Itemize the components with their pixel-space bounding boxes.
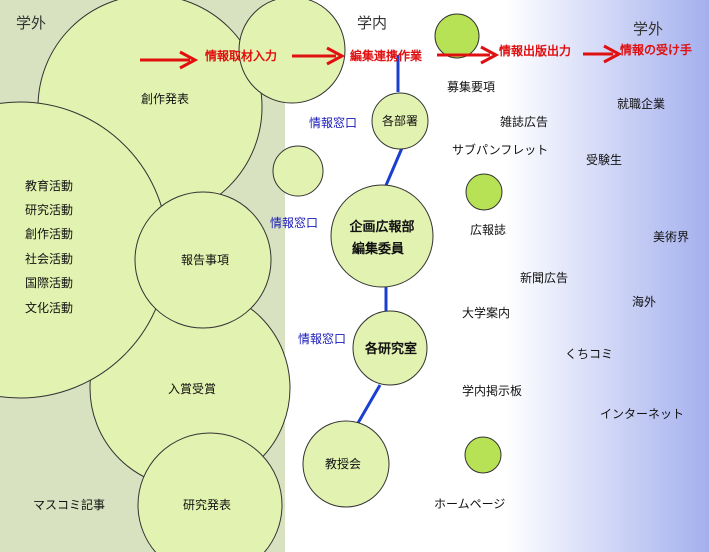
flow-step-edit: 編集連携作業 <box>350 49 423 63</box>
circle-top-inside <box>238 0 346 104</box>
flow-step-input: 情報取材入力 <box>205 49 278 63</box>
flow-arrow-1 <box>140 50 199 70</box>
activity-item: 社会活動 <box>25 252 74 266</box>
node-editorial-committee: 編集委員 <box>351 242 405 257</box>
publication-item: 募集要項 <box>447 80 496 94</box>
label-mass-media: マスコミ記事 <box>33 498 106 512</box>
node-labs: 各研究室 <box>364 342 418 357</box>
node-pr-department: 企画広報部 <box>349 220 415 235</box>
activity-item: 創作活動 <box>25 227 74 241</box>
label-report: 報告事項 <box>180 253 230 267</box>
publication-item: 大学案内 <box>462 306 511 320</box>
circle-labs <box>352 310 428 386</box>
circle-professor <box>302 420 390 508</box>
node-departments: 各部署 <box>381 114 419 128</box>
accent-circle-middle <box>465 173 503 211</box>
link-departments-committee <box>382 147 404 191</box>
link-labs-professor <box>356 384 382 424</box>
publication-item: 学内掲示板 <box>462 384 523 398</box>
info-window-label: 情報窓口 <box>298 332 347 346</box>
receiver-item: インターネット <box>600 407 685 421</box>
publication-item: 広報誌 <box>470 223 507 237</box>
accent-circle-bottom <box>464 436 502 474</box>
publication-item: 新聞広告 <box>520 271 569 285</box>
info-window-label: 情報窓口 <box>270 216 319 230</box>
circle-departments <box>371 92 429 150</box>
flow-arrow-2 <box>292 46 346 66</box>
receiver-item: くちコミ <box>565 347 614 361</box>
flow-step-output: 情報出版出力 <box>499 44 572 58</box>
circle-pr-committee <box>330 184 434 288</box>
flow-arrow-4 <box>583 44 623 64</box>
circle-research-presentation <box>137 432 283 552</box>
flow-arrow-3 <box>437 45 500 65</box>
publication-item: サブパンフレット <box>452 143 549 157</box>
node-professor-meeting: 教授会 <box>324 457 362 471</box>
activity-item: 国際活動 <box>25 276 74 290</box>
receiver-item: 美術界 <box>653 230 690 244</box>
activity-item: 教育活動 <box>25 179 74 193</box>
receiver-item: 就職企業 <box>617 97 666 111</box>
info-window-label: 情報窓口 <box>309 116 358 130</box>
right-zone-gradient <box>505 0 709 552</box>
activity-item: 文化活動 <box>25 301 74 315</box>
zone-label-outside-left: 学外 <box>16 14 47 32</box>
accent-circle-top <box>434 13 480 59</box>
flow-step-receiver: 情報の受け手 <box>620 43 693 57</box>
receiver-item: 海外 <box>632 295 657 309</box>
publication-item: ホームページ <box>434 497 506 511</box>
receiver-item: 受験生 <box>586 153 623 167</box>
publication-item: 雑誌広告 <box>500 115 549 129</box>
circle-small-inside <box>272 145 324 197</box>
label-research-presentation: 研究発表 <box>182 498 232 512</box>
label-award: 入賞受賞 <box>167 382 217 396</box>
activity-item: 研究活動 <box>25 203 74 217</box>
circle-report <box>134 191 272 329</box>
zone-label-inside: 学内 <box>357 14 388 32</box>
label-creative-presentation: 創作発表 <box>140 92 190 106</box>
zone-label-outside-right: 学外 <box>633 20 664 38</box>
